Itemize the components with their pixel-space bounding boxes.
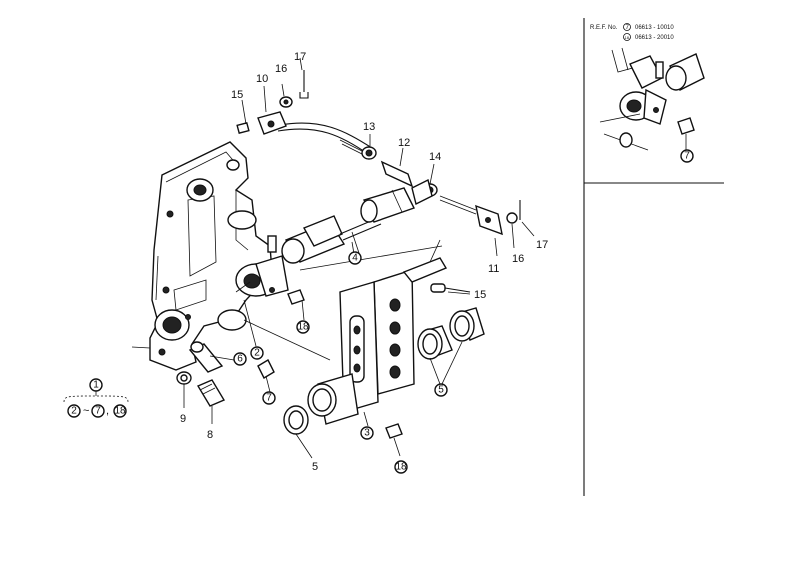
main-bracket xyxy=(149,141,289,371)
label-2: 2 xyxy=(250,346,264,360)
label-17-right: 17 xyxy=(536,239,548,251)
svg-text:4: 4 xyxy=(352,253,358,264)
assembly-legend: 1 2 ~ 7 , 18 xyxy=(63,378,129,418)
label-15-top: 15 xyxy=(231,89,243,101)
label-8: 8 xyxy=(207,429,213,441)
ref-prefix: R.E.F. No. xyxy=(590,25,618,31)
label-5-right: 5 xyxy=(434,383,448,397)
bushings xyxy=(283,307,485,435)
svg-text:6: 6 xyxy=(237,354,243,365)
label-11: 11 xyxy=(488,263,499,275)
label-16-top: 16 xyxy=(275,63,287,75)
slotted-plate xyxy=(307,239,471,425)
ref-row2-code: 06613 - 20010 xyxy=(635,35,674,41)
ref-row2-mark: 18 xyxy=(625,35,630,40)
assembly-tilde: ~ xyxy=(83,405,89,417)
assembly-part-18: 18 xyxy=(114,406,126,417)
ref-row1-mark: 7 xyxy=(626,25,630,31)
label-6: 6 xyxy=(233,352,247,366)
leader-lines xyxy=(131,57,535,459)
label-16-right: 16 xyxy=(512,253,524,265)
svg-text:2: 2 xyxy=(254,348,260,359)
label-15-right: 15 xyxy=(474,289,486,301)
small-parts xyxy=(176,289,403,439)
reference-inset: R.E.F. No. 7 06613 - 10010 18 06613 - 20… xyxy=(583,18,724,496)
label-18-upper: 18 xyxy=(296,320,310,334)
assembly-part-7: 7 xyxy=(95,406,101,417)
label-14: 14 xyxy=(429,151,441,163)
part-labels: 17 16 10 15 13 12 14 17 16 11 15 xyxy=(231,51,548,301)
label-12: 12 xyxy=(398,137,410,149)
svg-text:18: 18 xyxy=(297,322,309,333)
label-10: 10 xyxy=(256,73,268,85)
cylinder-part-4 xyxy=(281,178,433,264)
label-5-left: 5 xyxy=(312,461,318,473)
label-18-lower: 18 xyxy=(394,460,408,474)
svg-text:18: 18 xyxy=(395,462,407,473)
assembly-comma: , xyxy=(106,405,109,417)
ref-row1-code: 06613 - 10010 xyxy=(635,25,674,31)
svg-text:7: 7 xyxy=(266,393,272,404)
label-4: 4 xyxy=(348,251,362,265)
circled-labels: 4 18 2 6 7 3 18 5 xyxy=(233,251,448,474)
label-7: 7 xyxy=(262,391,276,405)
svg-text:5: 5 xyxy=(438,385,444,396)
label-3: 3 xyxy=(360,426,374,440)
label-13: 13 xyxy=(363,121,375,133)
label-9: 9 xyxy=(180,413,186,425)
assembly-part-2: 2 xyxy=(71,406,77,417)
svg-text:3: 3 xyxy=(364,428,370,439)
ref-inset-label-7: 7 xyxy=(684,151,690,162)
assembly-main-label: 1 xyxy=(93,380,99,391)
label-17-top: 17 xyxy=(294,51,306,63)
